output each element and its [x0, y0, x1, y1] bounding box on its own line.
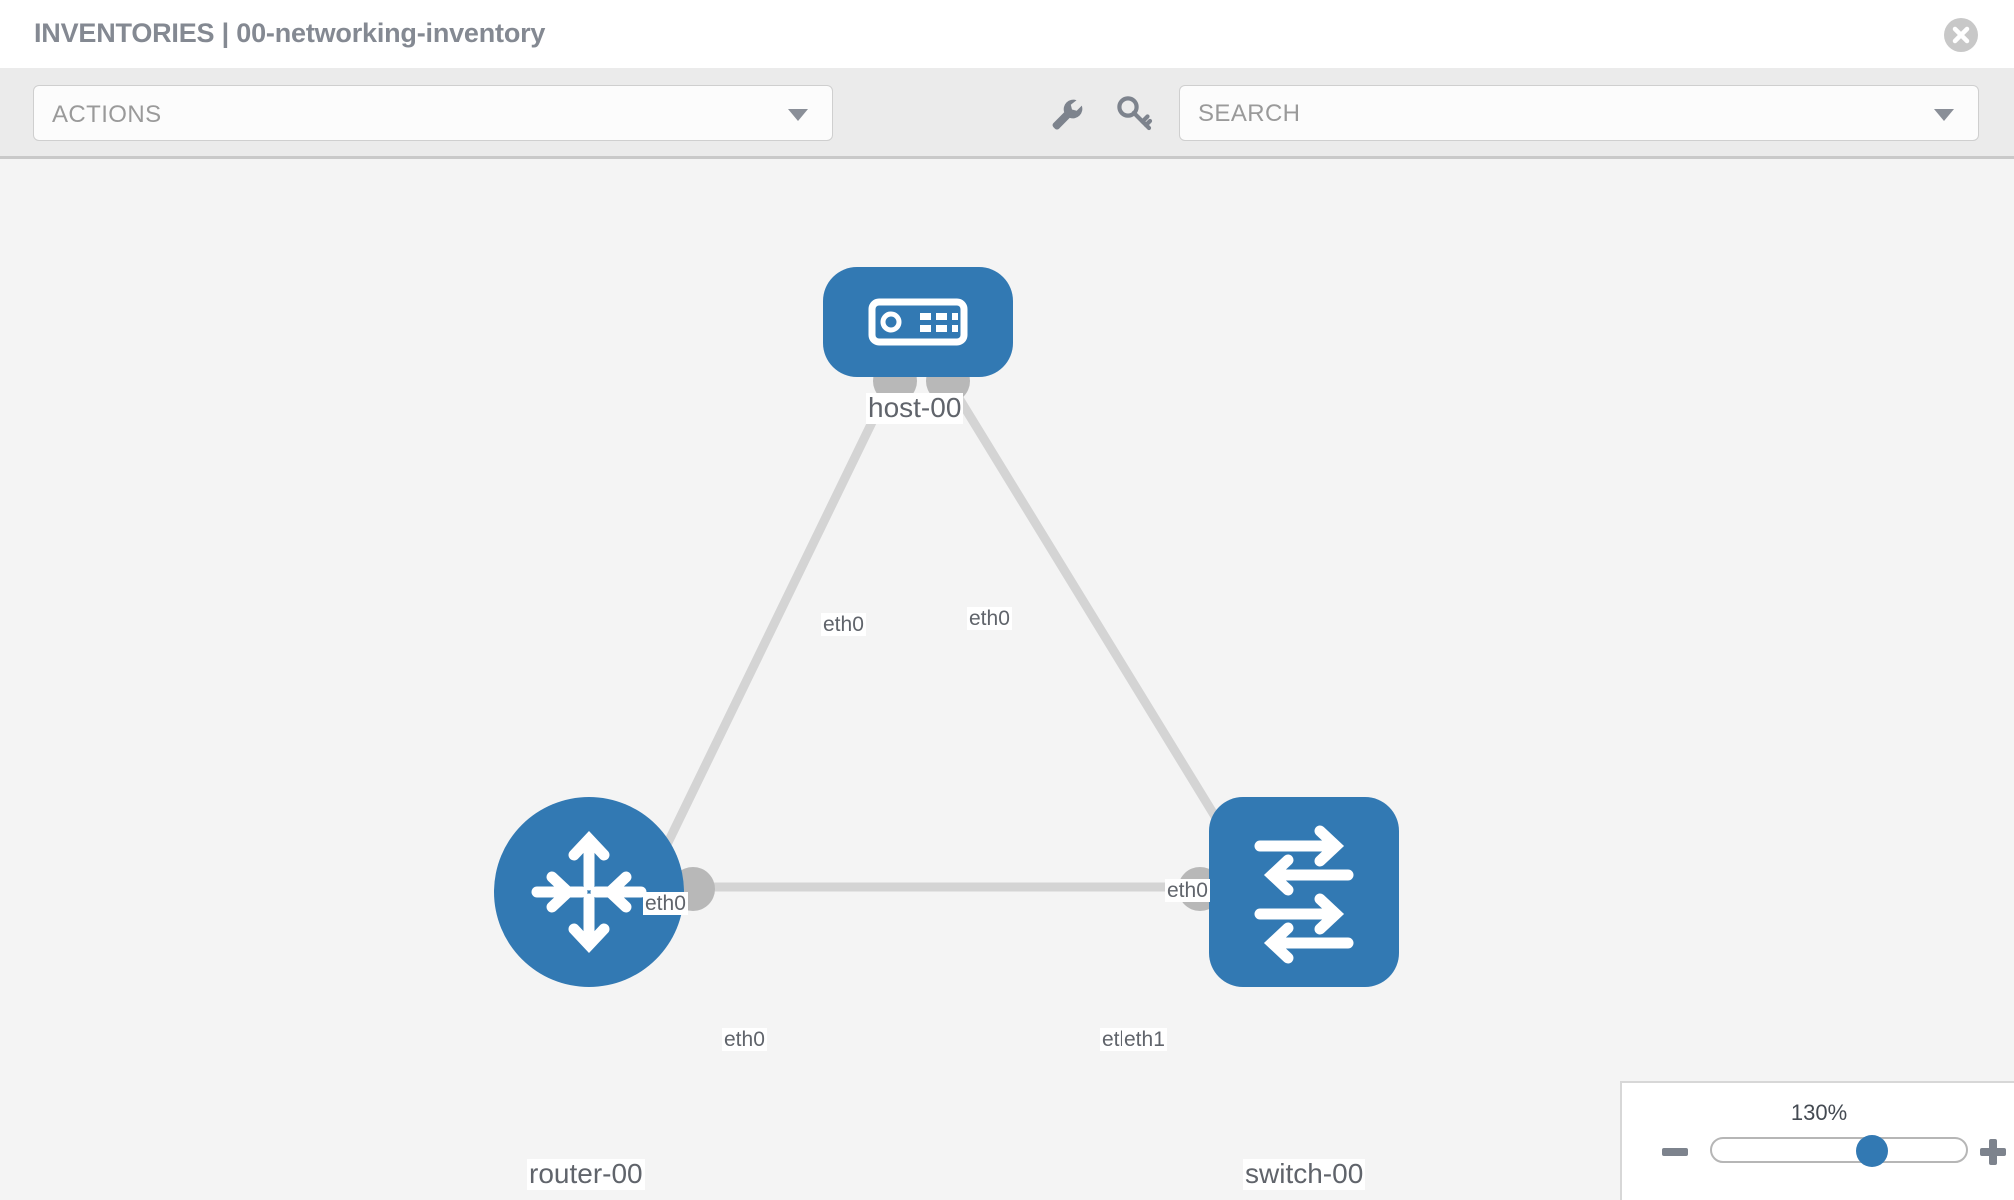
close-circle-icon[interactable]: [1944, 18, 1978, 52]
interface-label-host00-eth0-left: eth0: [821, 613, 866, 637]
zoom-out-button[interactable]: [1662, 1148, 1688, 1156]
node-host-00[interactable]: [823, 267, 1013, 377]
node-label-switch-00: switch-00: [1243, 1158, 1366, 1190]
server-device-icon: [868, 298, 968, 346]
zoom-slider-thumb[interactable]: [1856, 1135, 1888, 1167]
chevron-down-icon: [788, 109, 808, 121]
interface-label-host00-eth0-right: eth0: [967, 607, 1012, 631]
interface-label-router00-eth0: eth0: [722, 1028, 767, 1052]
topology-edges: [655, 374, 1239, 892]
interface-label-switch00-eth0-uplink: eth0: [1165, 879, 1210, 903]
node-router-00[interactable]: [494, 797, 684, 987]
zoom-control-panel: 130%: [1620, 1081, 2014, 1200]
switch-arrows-icon: [1254, 825, 1354, 964]
toolbar-divider: [0, 156, 2014, 159]
topology-canvas[interactable]: host-00 router-00 switch-00 eth0 eth0 et…: [0, 159, 2014, 1200]
node-label-router-00: router-00: [527, 1158, 645, 1190]
chevron-down-icon[interactable]: [1934, 109, 1954, 121]
interface-label-switch00-eth1: eth1: [1122, 1028, 1167, 1052]
router-arrows-icon: [531, 830, 647, 954]
search-box[interactable]: [1179, 85, 1979, 142]
edge-host00-switch00[interactable]: [942, 374, 1239, 852]
page-header: INVENTORIES | 00-networking-inventory: [0, 0, 2014, 68]
page-title: INVENTORIES | 00-networking-inventory: [34, 18, 546, 48]
interface-label-router00-eth0-uplink: eth0: [643, 892, 688, 916]
wrench-icon[interactable]: [1046, 94, 1084, 132]
zoom-in-button-vertical[interactable]: [1989, 1139, 1997, 1165]
node-label-host-00: host-00: [866, 392, 964, 424]
edge-host00-router00[interactable]: [655, 377, 898, 861]
zoom-slider[interactable]: [1710, 1135, 1968, 1167]
actions-dropdown[interactable]: ACTIONS: [33, 85, 833, 141]
search-input[interactable]: [1196, 86, 1890, 142]
key-icon[interactable]: [1115, 94, 1153, 132]
topology-connectors: [671, 359, 1255, 911]
node-switch-00[interactable]: [1209, 797, 1399, 987]
actions-dropdown-label: ACTIONS: [52, 101, 162, 128]
zoom-percent-label: 130%: [1790, 1100, 1848, 1125]
topology-graph: [494, 267, 1399, 987]
